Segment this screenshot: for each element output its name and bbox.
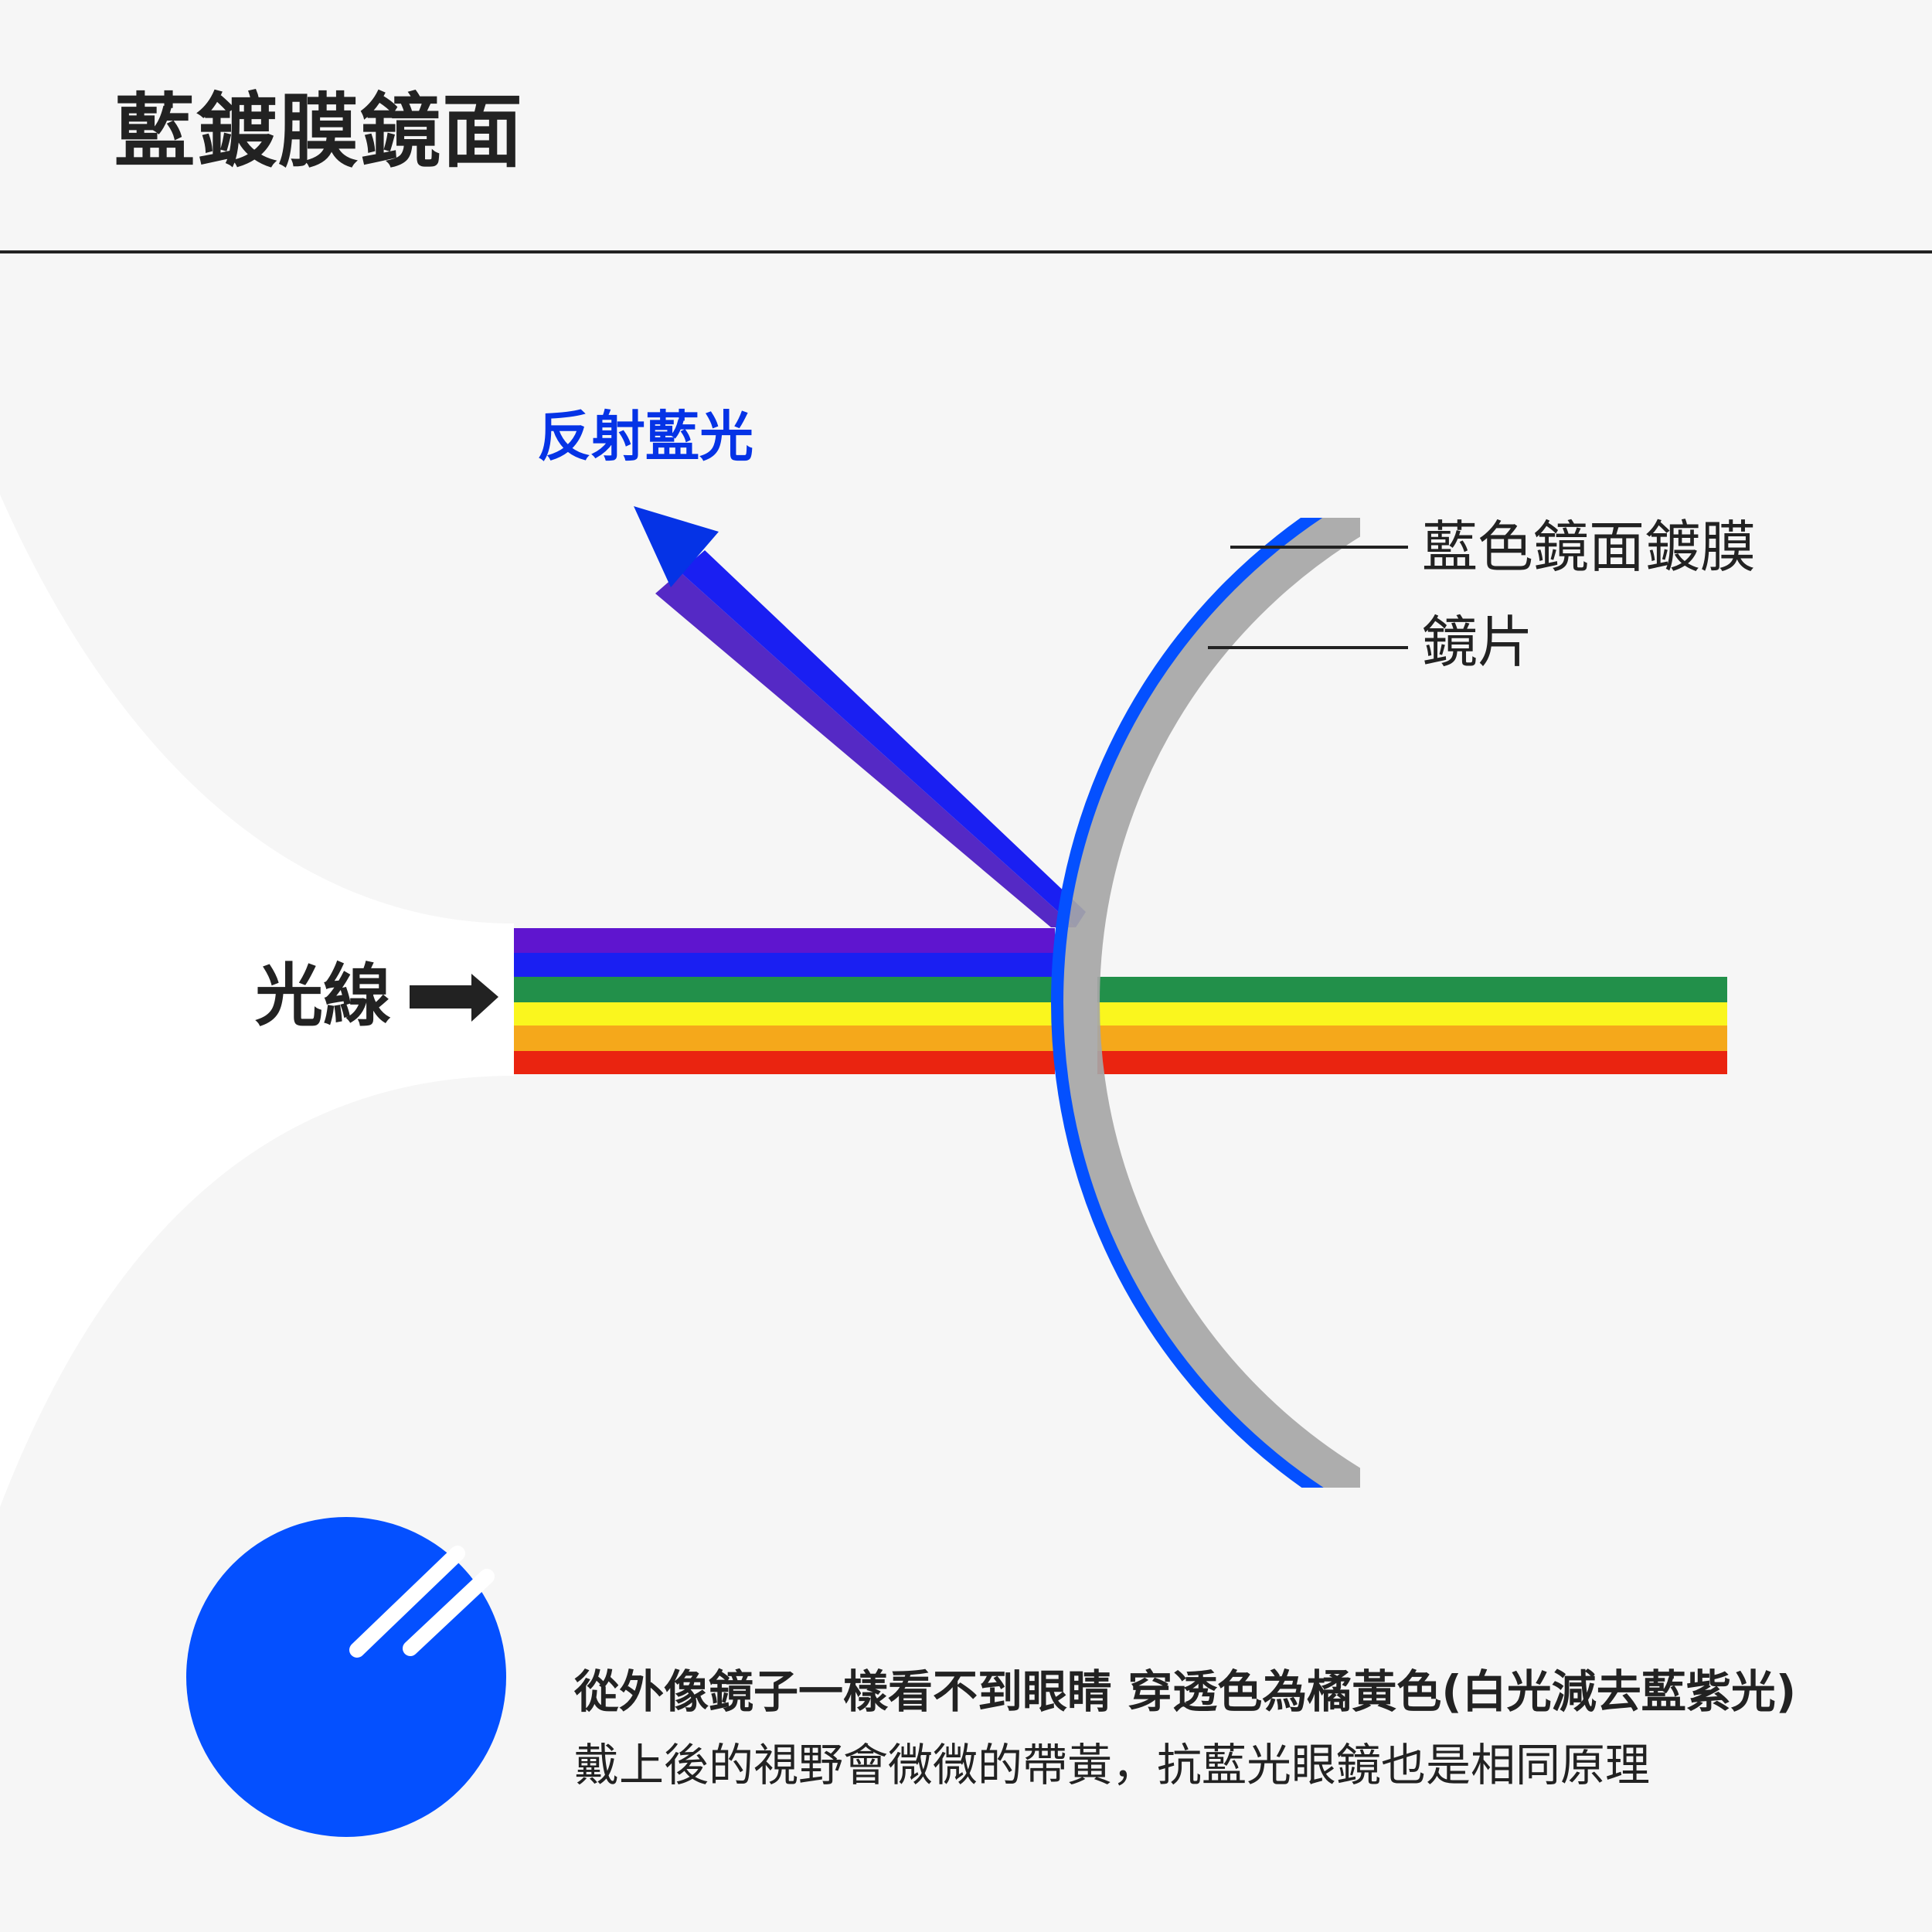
band-red (514, 1051, 1055, 1074)
footer-note-primary: 從外像鏡子一樣看不到眼睛 穿透色為橘黃色(白光減去藍紫光) (574, 1665, 1797, 1718)
reflected-blue-light-arrow (634, 506, 1086, 927)
background-funnel (0, 495, 514, 1507)
band-blue (514, 953, 1055, 977)
incoming-light-label: 光線 (255, 956, 392, 1036)
band-orange (514, 1026, 1055, 1051)
band-green (514, 977, 1055, 1002)
transmitted-light-bands (1097, 977, 1727, 1074)
band-yellow-out (1097, 1002, 1727, 1026)
band-green-out (1097, 977, 1727, 1002)
band-orange-out (1097, 1026, 1727, 1051)
page-title: 藍鍍膜鏡面 (114, 84, 525, 179)
reflected-blue-light-label: 反射藍光 (537, 405, 753, 468)
lens-glare-icon (186, 1517, 506, 1837)
band-red-out (1097, 1051, 1727, 1074)
header-divider (0, 250, 1932, 253)
incoming-light-bands (514, 928, 1055, 1074)
band-yellow (514, 1002, 1055, 1026)
lens-label: 鏡片 (1422, 610, 1534, 675)
footer-note-secondary: 戴上後的視野會微微的帶黃，抗藍光眼鏡也是相同原理 (574, 1739, 1651, 1791)
band-violet (514, 928, 1055, 953)
coating-label: 藍色鏡面鍍膜 (1422, 515, 1757, 580)
lens (1051, 518, 1360, 1488)
right-arrow-icon (410, 974, 498, 1022)
